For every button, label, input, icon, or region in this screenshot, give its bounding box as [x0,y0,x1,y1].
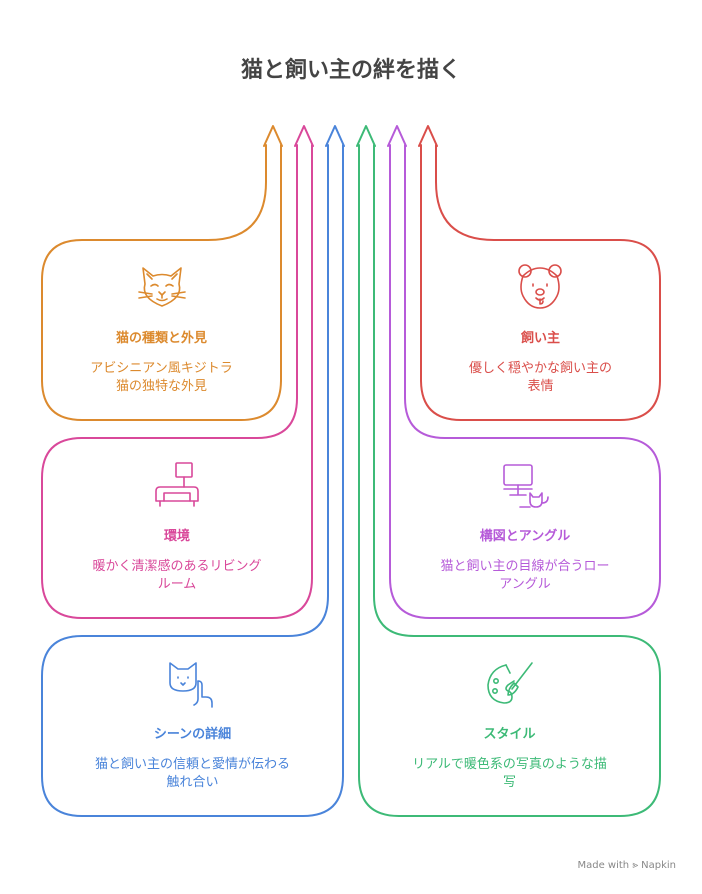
card-environment-title: 環境 [163,529,190,544]
card-owner-desc-line2: 表情 [527,379,554,394]
arrow-head-orange [263,125,283,147]
palette-brush-icon [487,662,533,704]
card-style-desc: リアルで暖色系の写真のような描 写 [359,756,660,792]
card-cat-breed-desc: アビシニアン風キジトラ 猫の独特な外見 [42,360,281,396]
footer-credit: Made with ⪢ Napkin [577,860,676,871]
card-composition-desc-line1: 猫と飼い主の目線が合うロー [440,559,610,574]
card-style-desc-line2: 写 [502,775,516,790]
arrow-head-red [418,125,438,147]
card-scene-desc-line1: 猫と飼い主の信頼と愛情が伝わる [94,757,290,772]
card-composition-desc-line2: アングル [499,577,551,592]
card-cat-breed-outline [41,144,282,421]
card-scene-desc: 猫と飼い主の信頼と愛情が伝わる 触れ合い [42,756,343,792]
card-style-desc-line1: リアルで暖色系の写真のような描 [412,757,607,772]
card-cat-breed-desc-line2: 猫の独特な外見 [115,379,207,394]
card-scene-title: シーンの詳細 [153,727,232,742]
card-environment-desc-line1: 暖かく清潔感のあるリビング [92,559,262,574]
card-owner-outline [420,144,661,421]
sofa-lamp-icon [155,462,199,507]
card-owner-desc: 優しく穏やかな飼い主の 表情 [421,360,660,396]
card-scene-desc-line2: 触れ合い [166,775,219,790]
arrow-head-pink [294,125,314,147]
card-composition-title: 構図とアングル [479,529,571,544]
card-composition-desc: 猫と飼い主の目線が合うロー アングル [390,558,660,594]
card-cat-breed-desc-line1: アビシニアン風キジトラ [90,361,233,376]
diagram-title: 猫と飼い主の絆を描く [240,58,461,83]
card-owner-title: 飼い主 [520,331,560,346]
arrow-head-green [356,125,376,147]
card-cat-breed-title: 猫の種類と外見 [115,331,207,346]
monitor-cat-icon [503,464,549,508]
card-environment-desc-line2: ルーム [157,577,197,592]
card-composition-outline [389,144,661,619]
cat-hand-icon [169,662,213,708]
card-environment-desc: 暖かく清潔感のあるリビング ルーム [42,558,312,594]
card-environment-outline [41,144,313,619]
arrow-head-purple [387,125,407,147]
owner-face-icon [518,264,562,309]
card-style-title: スタイル [483,727,536,742]
cat-face-icon [138,267,186,307]
arrow-head-blue [325,125,345,147]
card-owner-desc-line1: 優しく穏やかな飼い主の [468,361,612,376]
card-scene-outline [41,144,344,817]
card-style-outline [358,144,661,817]
